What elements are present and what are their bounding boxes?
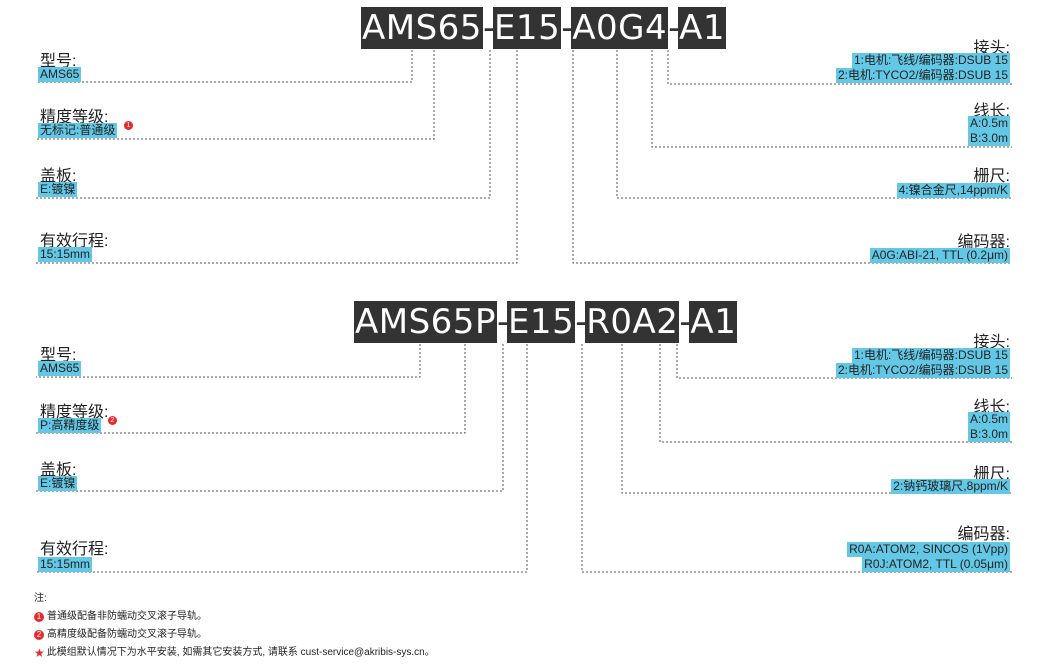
label-cover: 盖板: xyxy=(40,168,77,185)
note-item-3: ★ 此模组默认情况下为水平安装, 如需其它安装方式, 请联系 cust-serv… xyxy=(34,644,435,662)
value-cable-length-a: A:0.5m xyxy=(967,412,1010,427)
value-accuracy: 无标记:普通级 xyxy=(38,123,118,138)
code-segment-cable-connector: A1 xyxy=(689,301,738,343)
value-model: AMS65 xyxy=(38,67,82,82)
code-segment-model: AMS65P xyxy=(354,301,497,343)
code-segment-cover-stroke: E15 xyxy=(506,301,576,343)
value-connector-2: 2:电机:TYCO2/编码器:DSUB 15 xyxy=(835,363,1010,378)
label-connector: 接头: xyxy=(973,40,1010,57)
code-separator: - xyxy=(679,302,693,342)
label-encoder: 编码器: xyxy=(957,526,1010,543)
note-badge-2: 2 xyxy=(108,416,117,425)
code-separator: - xyxy=(575,302,588,342)
code-segment-cover-stroke: E15 xyxy=(492,7,562,49)
code-separator: - xyxy=(561,8,574,48)
leader-line-scale xyxy=(616,50,1012,199)
value-connector-2: 2:电机:TYCO2/编码器:DSUB 15 xyxy=(835,68,1010,83)
note-marker-2: 2 xyxy=(34,630,44,640)
note-item-1: 1 普通级配备非防蠕动交叉滚子导轨。 xyxy=(34,608,435,626)
note-badge-1: 1 xyxy=(124,121,133,130)
model-code-2: AMS65P - E15 - R0A2 - A1 xyxy=(354,301,738,343)
value-scale: 4:镍合金尺,14ppm/K xyxy=(896,183,1010,198)
model-code-1: AMS65 - E15 - A0G4 - A1 xyxy=(361,7,726,49)
leader-line-model xyxy=(36,50,413,83)
leader-line-encoder xyxy=(581,344,1012,573)
label-accuracy: 精度等级: xyxy=(40,404,109,421)
value-encoder: A0G:ABI-21, TTL (0.2μm) xyxy=(869,248,1010,263)
note-text-1: 普通级配备非防蠕动交叉滚子导轨。 xyxy=(47,611,207,622)
value-connector-1: 1:电机:飞线/编码器:DSUB 15 xyxy=(851,53,1010,68)
label-cable-length: 线长: xyxy=(973,399,1010,416)
label-cover: 盖板: xyxy=(40,462,77,479)
code-segment-encoder-scale: A0G4 xyxy=(571,7,669,49)
label-model: 型号: xyxy=(40,53,77,70)
value-connector-1: 1:电机:飞线/编码器:DSUB 15 xyxy=(851,348,1010,363)
leader-line-cable-length xyxy=(659,344,1012,443)
label-model: 型号: xyxy=(40,347,77,364)
label-stroke: 有效行程: xyxy=(40,541,109,558)
value-encoder-1: R0A:ATOM2, SINCOS (1Vpp) xyxy=(847,542,1010,557)
value-model: AMS65 xyxy=(38,361,82,376)
code-segment-model: AMS65 xyxy=(361,7,483,49)
label-scale: 栅尺: xyxy=(973,168,1010,185)
code-separator: - xyxy=(496,302,510,342)
code-segment-cable-connector: A1 xyxy=(678,7,726,49)
value-cover: E:镀镍 xyxy=(38,476,78,491)
leader-line-connector xyxy=(676,344,1012,379)
value-cable-length-a: A:0.5m xyxy=(967,116,1010,131)
notes-section: 注: 1 普通级配备非防蠕动交叉滚子导轨。 2 高精度级配备防蠕动交叉滚子导轨。… xyxy=(34,590,435,662)
leader-line-model xyxy=(36,344,421,378)
code-segment-encoder-scale: R0A2 xyxy=(585,301,680,343)
leader-line-cover xyxy=(36,50,491,199)
label-connector: 接头: xyxy=(973,334,1010,351)
value-cable-length-b: B:3.0m xyxy=(967,131,1010,146)
leader-line-stroke xyxy=(36,50,518,264)
value-encoder-2: R0J:ATOM2, TTL (0.05μm) xyxy=(862,557,1010,572)
label-encoder: 编码器: xyxy=(957,234,1010,251)
leader-line-connector xyxy=(667,50,1012,85)
label-stroke: 有效行程: xyxy=(40,233,109,250)
leader-line-scale xyxy=(621,344,1012,494)
label-scale: 栅尺: xyxy=(973,466,1010,483)
leader-line-accuracy xyxy=(36,50,435,140)
value-cable-length-b: B:3.0m xyxy=(967,427,1010,442)
value-scale: 2:钠钙玻璃尺,8ppm/K xyxy=(891,479,1010,494)
code-separator: - xyxy=(482,8,496,48)
leader-line-accuracy xyxy=(36,344,466,434)
notes-title: 注: xyxy=(34,593,47,604)
value-stroke: 15:15mm xyxy=(38,557,93,572)
leader-line-stroke xyxy=(36,344,528,573)
label-cable-length: 线长: xyxy=(973,103,1010,120)
value-accuracy: P:高精度级 xyxy=(38,418,102,433)
note-text-3: 此模组默认情况下为水平安装, 如需其它安装方式, 请联系 cust-servic… xyxy=(46,647,435,658)
value-stroke: 15:15mm xyxy=(38,247,93,262)
note-item-2: 2 高精度级配备防蠕动交叉滚子导轨。 xyxy=(34,626,435,644)
code-separator: - xyxy=(668,8,681,48)
leader-line-cable-length xyxy=(651,50,1012,148)
note-marker-1: 1 xyxy=(34,612,44,622)
star-icon: ★ xyxy=(34,646,45,660)
value-cover: E:镀镍 xyxy=(38,182,78,197)
leader-line-encoder xyxy=(572,50,1012,264)
leader-line-cover xyxy=(36,344,504,492)
note-text-2: 高精度级配备防蠕动交叉滚子导轨。 xyxy=(47,629,207,640)
label-accuracy: 精度等级: xyxy=(40,109,109,126)
